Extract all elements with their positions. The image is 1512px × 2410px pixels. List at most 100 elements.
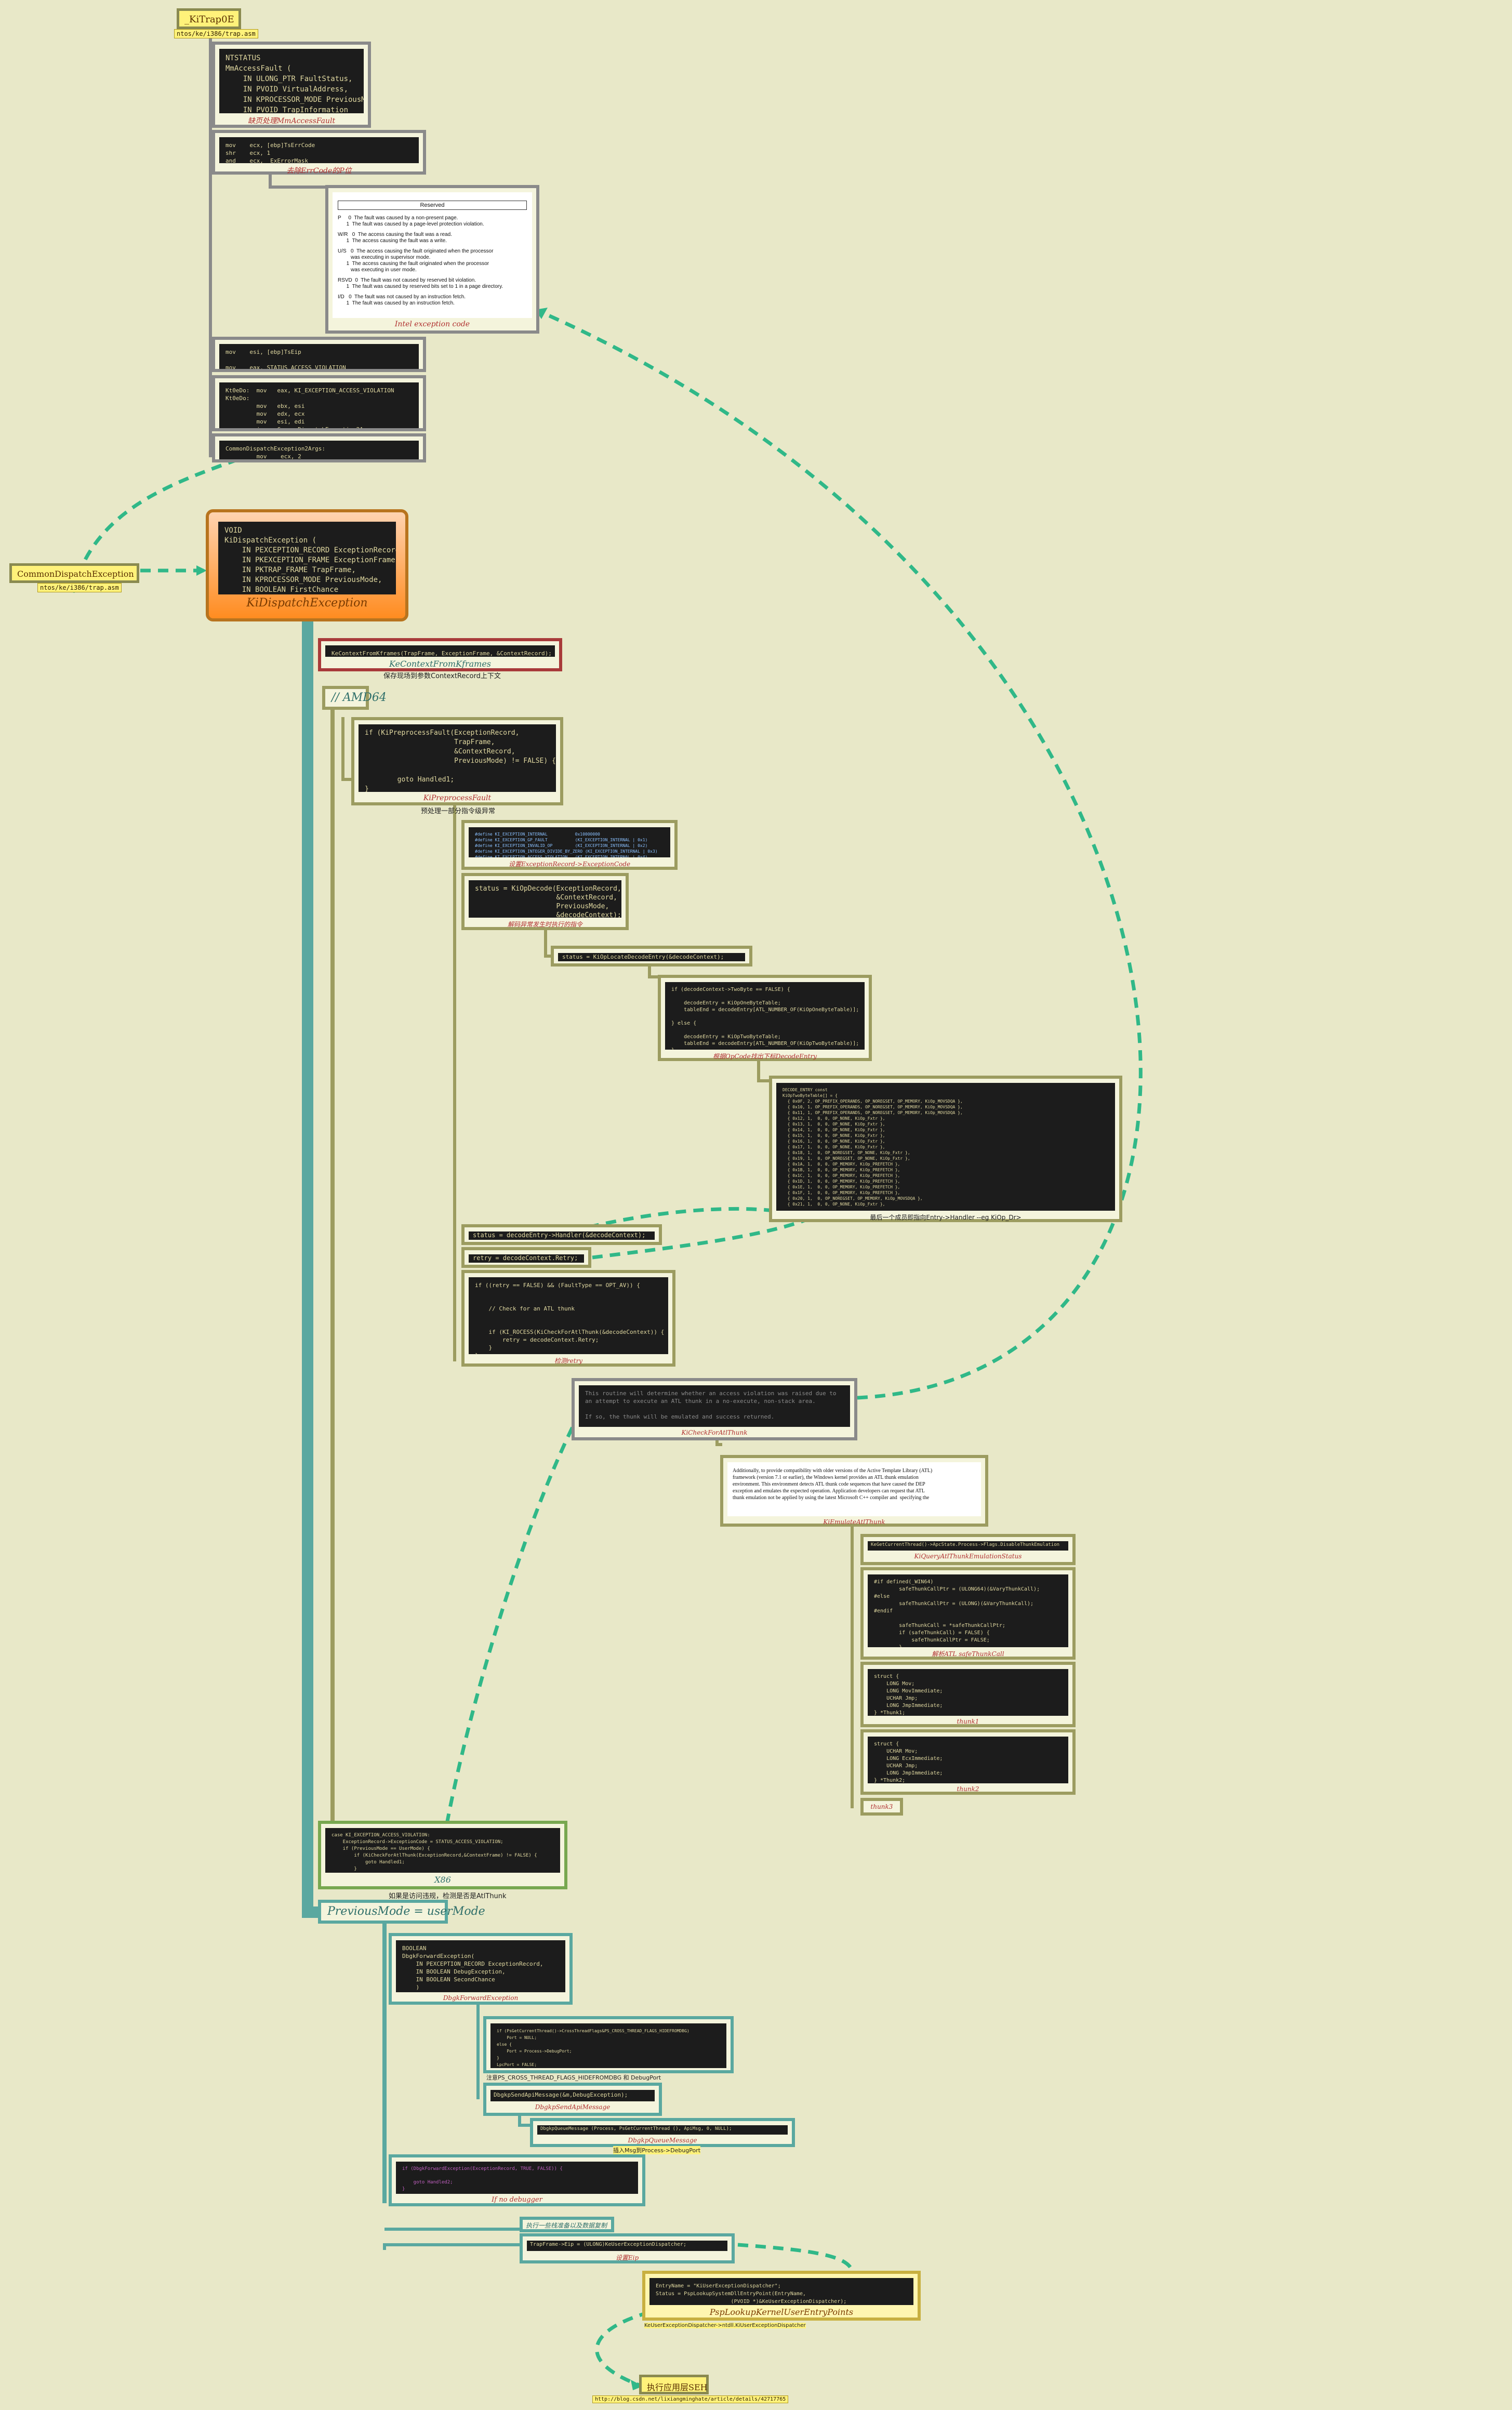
intel-row-4: I/D 0 The fault was not caused by an ins… <box>338 294 466 306</box>
sendapi-code: DbgkpSendApiMessage(&m,DebugException); <box>490 2090 655 2101</box>
queryexec-code: KeGetCurrentThread()->ApcState.Process->… <box>868 1541 1068 1551</box>
spine-olive-7 <box>757 1060 770 1082</box>
kitrap0e-title-text: _KiTrap0E <box>184 14 234 25</box>
sendapi-caption: DbgkpSendApiMessage <box>535 2103 611 2111</box>
kipreprocess-code: if (KiPreprocessFault(ExceptionRecord, T… <box>359 724 556 792</box>
intel-errcode-doc: Reserved P 0 The fault was caused by a n… <box>333 192 532 318</box>
retryblock-node[interactable]: if ((retry == FALSE) && (FaultType == OP… <box>461 1270 675 1367</box>
arrow-retry-table <box>592 1214 817 1260</box>
commondispatch-title: CommonDispatchException <box>17 569 134 579</box>
common2args-node[interactable]: CommonDispatchException2Args: mov ecx, 2… <box>212 433 426 462</box>
seteip-code: TrapFrame->Eip = (ULONG)KeUserExceptionD… <box>527 2241 727 2251</box>
kiopdecode-caption: 解码异常发生时执行的指令 <box>507 921 582 928</box>
twobyte-code: if (decodeContext->TwoByte == FALSE) { d… <box>665 982 865 1050</box>
psplookup-note: KeUserExceptionDispatcher->ntdll.KiUserE… <box>644 2323 806 2328</box>
arrowhead-3 <box>631 2380 643 2390</box>
safethunk-code: #if defined(_WIN64) safeThunkCallPtr = (… <box>868 1574 1068 1647</box>
commondispatch-node[interactable]: CommonDispatchException <box>9 563 139 583</box>
mmaccessfault-caption: 缺页处理MmAccessFault <box>247 117 336 125</box>
hidefromdbg-note: 注意PS_CROSS_THREAD_FLAGS_HIDEFROMDBG 和 De… <box>486 2074 661 2081</box>
mmaccessfault-node[interactable]: NTSTATUS MmAccessFault ( IN ULONG_PTR Fa… <box>212 42 371 128</box>
twobyte-node[interactable]: if (decodeContext->TwoByte == FALSE) { d… <box>658 975 872 1061</box>
atlthunk-comment: This routine will determine whether an a… <box>579 1385 850 1427</box>
atlthunk-node[interactable]: This routine will determine whether an a… <box>572 1378 857 1440</box>
dbgk-node[interactable]: BOOLEAN DbgkForwardException( IN PEXCEPT… <box>389 1933 573 2005</box>
previousmode-label[interactable]: PreviousMode = userMode <box>318 1900 485 1924</box>
spine-teal <box>302 621 318 1918</box>
kiopdecode-node[interactable]: status = KiOpDecode(ExceptionRecord, &Co… <box>461 873 629 930</box>
retryblock-caption: 检测retry <box>554 1357 583 1365</box>
thunk2-node[interactable]: struct { UCHAR Mov; LONG EcxImmediate; U… <box>860 1729 1076 1795</box>
status-node[interactable]: mov esi, [ebp]TsEip mov eax, STATUS_ACCE… <box>212 337 426 372</box>
locate-node[interactable]: status = KiOpLocateDecodeEntry(&decodeCo… <box>551 946 752 966</box>
thunk3-caption: thunk3 <box>870 1803 893 1810</box>
hidefromdbg-node[interactable]: if (PsGetCurrentThread()->CrossThreadFla… <box>483 2016 734 2073</box>
kecontext-node[interactable]: KeContextFromKframes(TrapFrame, Exceptio… <box>318 638 562 671</box>
queue-node[interactable]: DbgkpQueueMessage (Process, PsGetCurrent… <box>530 2118 795 2147</box>
seteip-node[interactable]: TrapFrame->Eip = (ULONG)KeUserExceptionD… <box>520 2233 735 2263</box>
kitrap0e-title[interactable]: _KiTrap0E <box>177 8 241 29</box>
x86-note: 如果是访问违规，检测是否是AtlThunk <box>389 1892 507 1900</box>
thunk1-caption: thunk1 <box>957 1718 979 1725</box>
intel-row-3: RSVD 0 The fault was not caused by reser… <box>338 277 503 289</box>
thunk2-caption: thunk2 <box>957 1785 979 1793</box>
intel-row-1: W/R 0 The access causing the fault was a… <box>338 232 452 244</box>
link-gray-3 <box>269 171 326 189</box>
previousmode-label-text: PreviousMode = userMode <box>327 1905 485 1918</box>
arrow-common-to-kidispatch <box>71 455 245 593</box>
psplookup-node[interactable]: EntryName = "KiUserExceptionDispatcher";… <box>642 2271 921 2321</box>
nodebugger-node[interactable]: if (DbgkForwardException(ExceptionRecord… <box>389 2154 645 2206</box>
optable-caption: 最后一个成员即指向Entry->Handler --eg KiOp_Dr> <box>870 1214 1022 1221</box>
kt0edo-node[interactable]: Kt0eDo: mov eax, KI_EXCEPTION_ACCESS_VIO… <box>212 375 426 431</box>
errcode-code: mov ecx, [ebp]TsErrCode shr ecx, 1 and e… <box>219 137 419 163</box>
final-node[interactable]: 执行应用层SEH <box>639 2375 709 2394</box>
kecontext-caption: KeContextFromKframes <box>389 659 491 669</box>
thunk1-node[interactable]: struct { LONG Mov; LONG MovImmediate; UC… <box>860 1662 1076 1727</box>
nodebugger-code: if (DbgkForwardException(ExceptionRecord… <box>396 2162 638 2194</box>
atlthunk-caption: KiCheckForAtlThunk <box>681 1429 748 1436</box>
intel-row-2: U/S 0 The access causing the fault origi… <box>338 248 494 273</box>
seteip-caption: 设置Eip <box>615 2254 639 2261</box>
kidispatch-code: VOID KiDispatchException ( IN PEXCEPTION… <box>218 522 396 594</box>
status-code: mov esi, [ebp]TsEip mov eax, STATUS_ACCE… <box>219 344 419 369</box>
retry-code: retry = decodeContext.Retry; <box>469 1254 584 1263</box>
kt0edo-code: Kt0eDo: mov eax, KI_EXCEPTION_ACCESS_VIO… <box>219 382 419 428</box>
emulate-node[interactable]: Additionally, to provide compatibility w… <box>720 1455 988 1527</box>
optable-node[interactable]: DECODE_ENTRY const KiOpTwoByteTable[] = … <box>769 1076 1122 1222</box>
kiopdecode-code: status = KiOpDecode(ExceptionRecord, &Co… <box>469 880 621 918</box>
defines-node[interactable]: #define KI_EXCEPTION_INTERNAL 0x10000000… <box>461 820 678 870</box>
amd64-label[interactable]: // AMD64 <box>322 686 387 710</box>
locate-code: status = KiOpLocateDecodeEntry(&decodeCo… <box>558 953 745 961</box>
kecontext-note: 保存现场到参数ContextRecord上下文 <box>383 672 501 680</box>
kidispatch-node[interactable]: VOID KiDispatchException ( IN PEXCEPTION… <box>206 509 408 621</box>
mmaccessfault-code: NTSTATUS MmAccessFault ( IN ULONG_PTR Fa… <box>219 49 364 113</box>
psplookup-code: EntryName = "KiUserExceptionDispatcher";… <box>649 2278 913 2305</box>
psplookup-caption: PspLookupKernelUserEntryPoints <box>709 2307 854 2317</box>
kipreprocess-caption: KiPreprocessFault <box>423 794 492 802</box>
queryexec-node[interactable]: KeGetCurrentThread()->ApcState.Process->… <box>860 1534 1076 1565</box>
amd64-label-text: // AMD64 <box>331 691 387 704</box>
retry-node[interactable]: retry = decodeContext.Retry; <box>461 1247 591 1268</box>
handler-code: status = decodeEntry->Handler(&decodeCon… <box>469 1232 655 1240</box>
intel-reserved-box: Reserved <box>338 201 527 210</box>
sendapi-node[interactable]: DbgkpSendApiMessage(&m,DebugException); … <box>483 2083 662 2116</box>
thunk2-code: struct { UCHAR Mov; LONG EcxImmediate; U… <box>868 1737 1068 1783</box>
x86-node[interactable]: case KI_EXCEPTION_ACCESS_VIOLATION: Exce… <box>318 1821 567 1889</box>
errcode-node[interactable]: mov ecx, [ebp]TsErrCode shr ecx, 1 and e… <box>212 130 426 175</box>
arrow-atl-to-doc <box>539 310 1143 1400</box>
safethunk-caption: 解析ATL safeThunkCall <box>932 1650 1004 1658</box>
thunk3-node[interactable]: thunk3 <box>860 1798 903 1816</box>
kecontext-code: KeContextFromKframes(TrapFrame, Exceptio… <box>325 645 555 657</box>
twobyte-caption: 根据OpCode找出下标DecodeEntry <box>713 1053 817 1060</box>
defines-caption: 设置ExceptionRecord->ExceptionCode <box>508 860 631 868</box>
intel-errcode-node[interactable]: Reserved P 0 The fault was caused by a n… <box>325 185 539 334</box>
prepare-label[interactable]: 执行一些栈准备以及数据复制 <box>520 2217 614 2232</box>
safethunk-node[interactable]: #if defined(_WIN64) safeThunkCallPtr = (… <box>860 1567 1076 1660</box>
final-url[interactable]: http://blog.csdn.net/lixiangminghate/art… <box>592 2395 789 2403</box>
kidispatch-caption: KiDispatchException <box>246 597 368 610</box>
kipreprocess-node[interactable]: if (KiPreprocessFault(ExceptionRecord, T… <box>351 717 563 805</box>
queue-caption: DbgkpQueueMessage <box>628 2137 697 2144</box>
dbgk-code: BOOLEAN DbgkForwardException( IN PEXCEPT… <box>396 1940 565 1992</box>
handler-node[interactable]: status = decodeEntry->Handler(&decodeCon… <box>461 1224 662 1245</box>
